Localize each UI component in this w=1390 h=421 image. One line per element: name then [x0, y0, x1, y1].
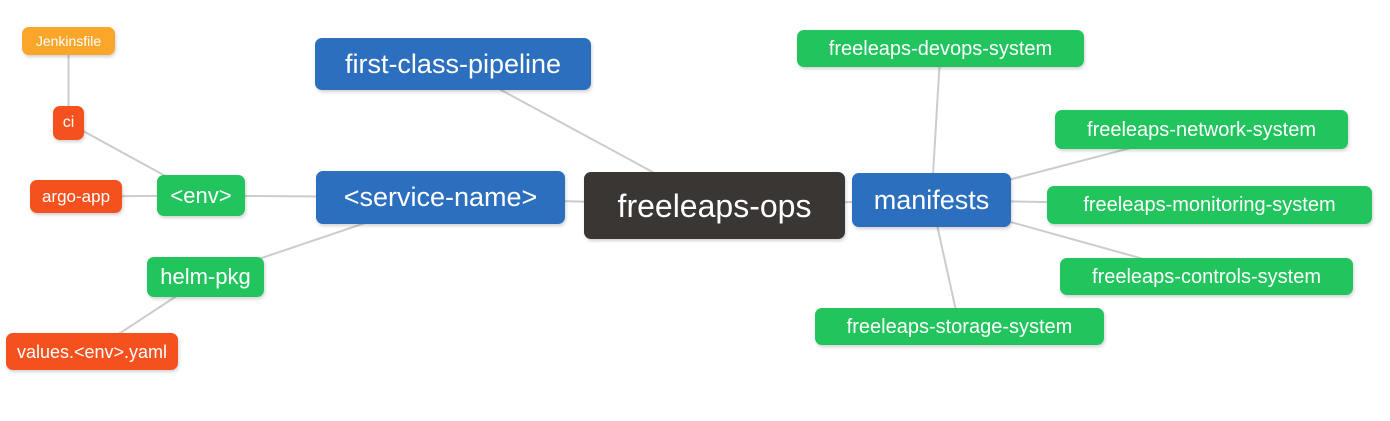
node-ci[interactable]: ci [53, 106, 84, 140]
node-freeleaps-devops-system[interactable]: freeleaps-devops-system [797, 30, 1084, 67]
node-freeleaps-ops[interactable]: freeleaps-ops [584, 172, 845, 239]
node-freeleaps-monitoring-system[interactable]: freeleaps-monitoring-system [1047, 186, 1372, 224]
node-jenkinsfile[interactable]: Jenkinsfile [22, 27, 115, 55]
node-freeleaps-network-system[interactable]: freeleaps-network-system [1055, 110, 1348, 149]
node-freeleaps-storage-system[interactable]: freeleaps-storage-system [815, 308, 1104, 345]
node-env[interactable]: <env> [157, 175, 245, 216]
node-argo-app[interactable]: argo-app [30, 180, 122, 213]
node-manifests[interactable]: manifests [852, 173, 1011, 227]
node-service-name[interactable]: <service-name> [316, 171, 565, 224]
node-helm-pkg[interactable]: helm-pkg [147, 257, 264, 297]
node-freeleaps-controls-system[interactable]: freeleaps-controls-system [1060, 258, 1353, 295]
node-first-class-pipeline[interactable]: first-class-pipeline [315, 38, 591, 90]
node-values-env-yaml[interactable]: values.<env>.yaml [6, 333, 178, 370]
